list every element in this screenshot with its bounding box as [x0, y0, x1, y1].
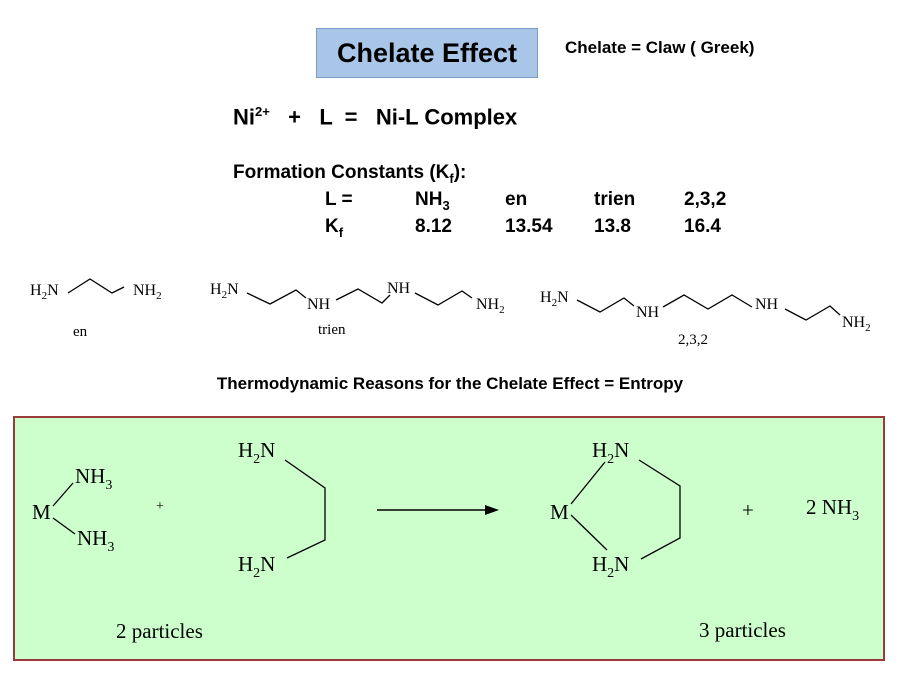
- l232-bonds-2: [662, 294, 753, 310]
- free-en-ligand: H2N H2N: [238, 438, 326, 581]
- kf-label-main: K: [325, 216, 339, 237]
- l232-nh-2: NH: [755, 296, 779, 313]
- reaction-arrow: [377, 505, 499, 515]
- product-bond-top: [570, 461, 606, 505]
- eq-equals: =: [344, 104, 358, 130]
- metal-charge: 2+: [255, 104, 270, 119]
- trien-nh2: NH2: [476, 296, 505, 316]
- kf-value-232: 16.4: [684, 216, 721, 237]
- page-title: Chelate Effect: [316, 28, 538, 78]
- ligand-en: en: [505, 189, 528, 210]
- l232-nh-1: NH: [636, 304, 660, 321]
- title-text: Chelate Effect: [336, 37, 518, 68]
- en-h2n-left: H2N: [30, 282, 59, 302]
- free-en-h2n-bottom: H2N: [238, 552, 275, 581]
- trien-structure: H2N NH NH NH2 trien: [210, 280, 505, 338]
- l232-bonds-3: [784, 305, 841, 321]
- eq-plus: +: [288, 104, 302, 130]
- kf-row: Kf 8.12 13.54 13.8 16.4: [0, 216, 900, 240]
- left-nh3-bottom: NH3: [77, 526, 114, 555]
- left-nh3-top: NH3: [75, 464, 112, 493]
- l232-bonds-1: [576, 297, 635, 313]
- ligand-nh3-main: NH: [415, 189, 443, 210]
- trien-nh-1: NH: [307, 296, 331, 313]
- left-bond-bottom: [52, 517, 76, 535]
- trien-bonds-2: [335, 288, 391, 304]
- eq-product: Ni-L Complex: [375, 104, 518, 130]
- en-nh2-right: NH2: [133, 282, 162, 302]
- kf-value-nh3: 8.12: [415, 216, 452, 237]
- en-structure: H2N NH2 en: [30, 278, 162, 340]
- metal-ion: Ni: [233, 104, 255, 130]
- free-en-backbone: [284, 459, 326, 559]
- en-label: en: [73, 324, 88, 340]
- complex-equation: Ni2+ + L = Ni-L Complex: [233, 104, 517, 130]
- fc-heading-sub: f: [449, 170, 454, 186]
- ligand-trien: trien: [594, 189, 636, 210]
- plus-sign-2: +: [742, 498, 754, 522]
- trien-bonds-1: [246, 289, 307, 305]
- section-heading: Thermodynamic Reasons for the Chelate Ef…: [216, 374, 684, 393]
- ligand-nh3-sub: 3: [442, 197, 450, 213]
- ligand-row: L = NH3 en trien 2,3,2: [0, 189, 900, 213]
- ligand-structures: H2N NH2 en H2N NH NH NH2 trien H2N NH NH…: [30, 278, 871, 348]
- product-bond-bottom: [570, 514, 608, 551]
- ligand-232: 2,3,2: [684, 189, 727, 210]
- ligand-row-label: L =: [325, 189, 353, 210]
- reaction-panel: M NH3 NH3 + H2N H2N M H2N H2N + 2 NH3: [13, 416, 885, 661]
- product-backbone: [638, 459, 681, 560]
- trien-label: trien: [318, 322, 346, 338]
- left-particle-count: 2 particles: [116, 619, 203, 643]
- l232-structure: H2N NH NH NH2 2,3,2: [540, 289, 871, 348]
- l232-nh2: NH2: [842, 314, 871, 334]
- chelate-note: Chelate = Claw ( Greek): [565, 38, 755, 57]
- left-metal: M: [32, 500, 51, 524]
- fc-heading-suffix: ):: [453, 162, 467, 183]
- kf-value-en: 13.54: [505, 216, 553, 237]
- ligand-nh3: NH3: [415, 189, 450, 213]
- kf-value-trien: 13.8: [594, 216, 631, 237]
- product-metal: M: [550, 500, 569, 524]
- kf-row-label: Kf: [325, 216, 343, 240]
- eq-ligand: L: [319, 104, 333, 130]
- kf-label-sub: f: [338, 224, 344, 240]
- formation-constants-heading: Formation Constants (Kf):: [233, 162, 466, 186]
- free-ammonia: 2 NH3: [806, 495, 859, 524]
- l232-h2n: H2N: [540, 289, 569, 309]
- trien-h2n: H2N: [210, 281, 239, 301]
- right-particle-count: 3 particles: [699, 618, 786, 642]
- left-bond-top: [52, 482, 74, 507]
- product-h2n-top: H2N: [592, 438, 629, 467]
- fc-heading-prefix: Formation Constants (K: [233, 162, 450, 183]
- trien-nh-2: NH: [387, 280, 411, 297]
- trien-bonds-3: [414, 290, 473, 306]
- product-h2n-bottom: H2N: [592, 552, 629, 581]
- chelate-complex: M H2N H2N: [550, 438, 681, 581]
- l232-label: 2,3,2: [678, 332, 708, 348]
- bis-ammine-complex: M NH3 NH3: [32, 464, 114, 555]
- free-en-h2n-top: H2N: [238, 438, 275, 467]
- reaction-diagram: M NH3 NH3 + H2N H2N M H2N H2N + 2 NH3: [32, 438, 859, 643]
- plus-sign-1: +: [156, 499, 164, 514]
- en-bonds: [67, 278, 125, 294]
